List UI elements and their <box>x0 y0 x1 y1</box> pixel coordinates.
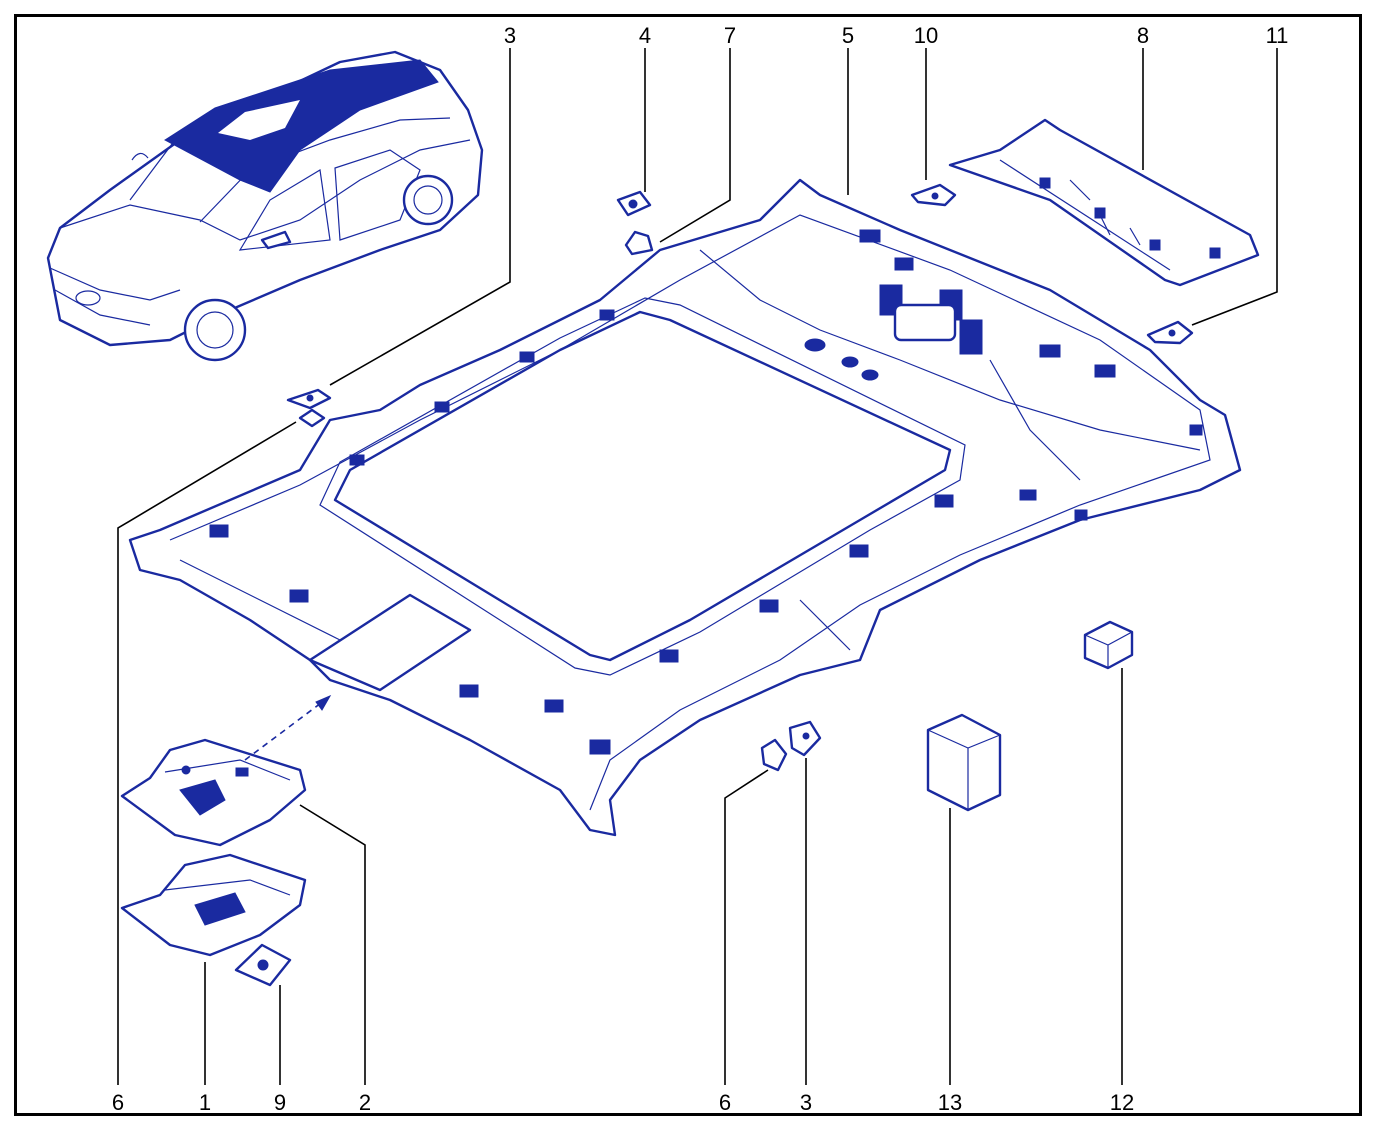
leader-lines <box>117 48 1278 1085</box>
callout-9: 9 <box>274 1090 286 1115</box>
callout-3-top: 3 <box>504 23 516 48</box>
callout-12: 12 <box>1110 1090 1134 1115</box>
diagram-frame <box>14 14 1362 1116</box>
callout-1: 1 <box>199 1090 211 1115</box>
rear-trim-panel <box>948 118 1260 287</box>
clip-11 <box>1146 320 1194 345</box>
callout-2: 2 <box>359 1090 371 1115</box>
clip-6-top <box>298 408 326 428</box>
overhead-lamp-lens <box>120 853 307 957</box>
callout-3-mid: 3 <box>800 1090 812 1115</box>
clip-10 <box>910 183 957 207</box>
foam-block-13 <box>926 713 1002 812</box>
callout-4: 4 <box>639 23 651 48</box>
overhead-console-housing <box>120 738 307 847</box>
callout-6-left: 6 <box>112 1090 124 1115</box>
clip-3-top <box>286 388 332 410</box>
clip-3-mid <box>788 720 822 757</box>
callout-13: 13 <box>938 1090 962 1115</box>
callout-8: 8 <box>1137 23 1149 48</box>
sunroof-opening <box>333 310 952 662</box>
clip-4 <box>616 190 652 217</box>
roof-highlight <box>164 59 439 193</box>
callout-5: 5 <box>842 23 854 48</box>
callout-11: 11 <box>1266 23 1289 48</box>
lamp-bracket <box>234 943 292 987</box>
callout-labels: 3 4 7 5 10 8 11 6 1 9 2 6 3 13 12 <box>112 23 1289 1115</box>
callout-6-mid: 6 <box>719 1090 731 1115</box>
callout-7: 7 <box>724 23 736 48</box>
headliner-panel <box>128 178 1242 837</box>
clip-6-mid <box>760 738 788 772</box>
clip-7 <box>624 230 654 256</box>
callout-10: 10 <box>914 23 938 48</box>
headliner-clips <box>209 229 1203 755</box>
car-locator-view <box>46 50 484 362</box>
foam-pad-12 <box>1083 620 1134 670</box>
